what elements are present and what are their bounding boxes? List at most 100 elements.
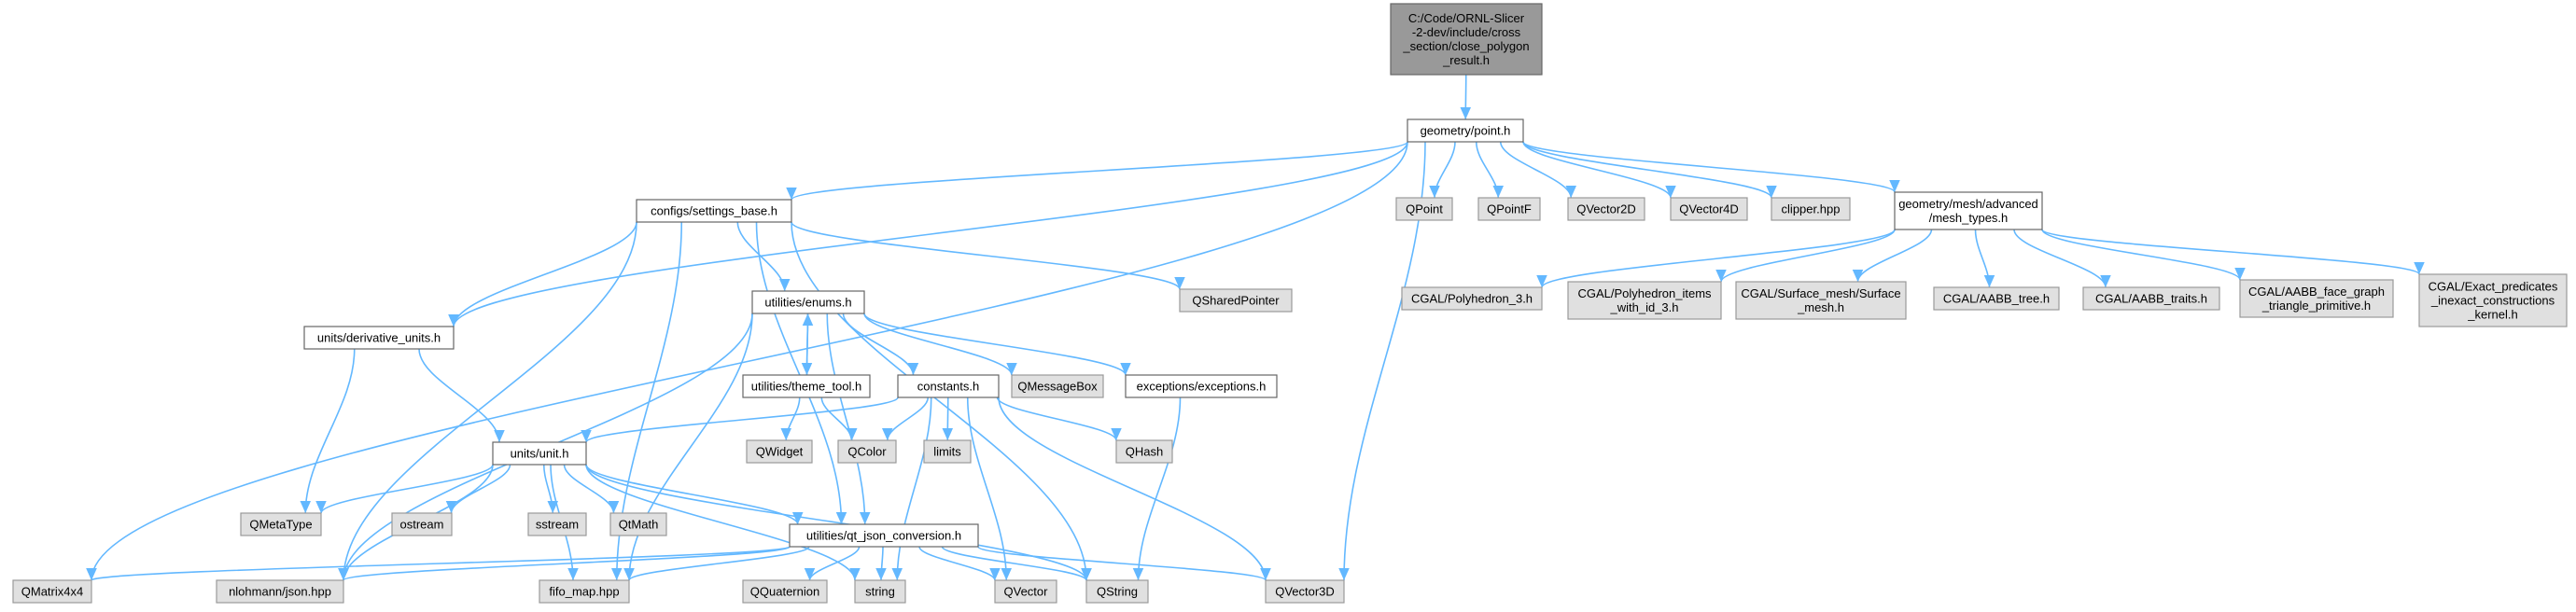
node-label: QPoint — [1406, 202, 1443, 216]
node-label: QHash — [1126, 445, 1163, 459]
node-label: -2-dev/include/cross — [1412, 25, 1521, 39]
node-label: string — [865, 585, 895, 599]
edge-settings-base-to-derivative-units — [448, 221, 637, 327]
node-label: QMatrix4x4 — [21, 585, 83, 599]
node-label: units/derivative_units.h — [317, 331, 441, 345]
node-derivative-units[interactable]: units/derivative_units.h — [303, 326, 455, 350]
node-label: QString — [1097, 585, 1138, 599]
node-label: ostream — [400, 518, 444, 532]
edge-point-to-settings-base — [786, 141, 1408, 201]
node-box — [1894, 191, 2043, 230]
edge-derivative-units-to-unit — [418, 348, 505, 443]
node-ostream: ostream — [391, 512, 453, 536]
node-box — [216, 579, 344, 604]
node-label: QPointF — [1487, 202, 1532, 216]
node-label: sstream — [536, 518, 579, 532]
dependency-nodes: C:/Code/ORNL-Slicer-2-dev/include/cross _… — [12, 3, 2568, 604]
edge-enums-to-constants — [842, 313, 919, 376]
node-box — [391, 512, 453, 536]
edge-mesh-types-to-cgal-aabb-face-graph — [2041, 229, 2246, 281]
edge-unit-to-qt-json-conversion — [585, 464, 804, 525]
node-label: geometry/mesh/advanced — [1898, 197, 2038, 211]
edge-enums-to-qt-json-conversion — [826, 313, 871, 525]
node-label: QVector3D — [1275, 585, 1335, 599]
node-theme-tool[interactable]: utilities/theme_tool.h — [742, 374, 871, 398]
node-enums[interactable]: utilities/enums.h — [751, 290, 865, 314]
node-label: fifo_map.hpp — [549, 585, 619, 599]
node-box — [751, 290, 865, 314]
node-label: exceptions/exceptions.h — [1137, 380, 1267, 394]
node-mesh-types[interactable]: geometry/mesh/advanced/mesh_types.h — [1894, 191, 2043, 230]
node-box — [1567, 197, 1645, 221]
edge-mesh-types-to-cgal-aabb-traits — [2013, 229, 2111, 288]
node-box — [240, 512, 322, 536]
edge-point-to-QMatrix4x4 — [86, 141, 1408, 581]
node-QColor: QColor — [837, 439, 897, 464]
node-box — [1125, 374, 1278, 398]
node-unit[interactable]: units/unit.h — [492, 441, 587, 466]
node-box — [1179, 288, 1293, 313]
edge-qt-json-conversion-to-json — [338, 546, 791, 581]
edge-derivative-units-to-QMetaType — [300, 348, 356, 514]
node-point[interactable]: geometry/point.h — [1407, 118, 1524, 143]
node-box — [1085, 579, 1149, 604]
node-cgal-surface-mesh: CGAL/Surface_mesh/Surface_mesh.h — [1735, 281, 1907, 320]
node-root[interactable]: C:/Code/ORNL-Slicer-2-dev/include/cross_… — [1390, 3, 1543, 76]
node-label: CGAL/Polyhedron_items — [1577, 286, 1712, 300]
edge-point-to-QPointF — [1475, 141, 1504, 199]
node-QVector: QVector — [994, 579, 1057, 604]
node-label: limits — [933, 445, 961, 459]
node-label: nlohmann/json.hpp — [229, 585, 331, 599]
node-label: utilities/qt_json_conversion.h — [806, 529, 961, 543]
node-label: QVector4D — [1679, 202, 1739, 216]
node-QString: QString — [1085, 579, 1149, 604]
dependency-edges — [86, 74, 2425, 581]
node-box — [923, 439, 972, 464]
node-cgal-aabb-traits: CGAL/AABB_traits.h — [2082, 286, 2220, 311]
edge-point-to-QPoint — [1429, 141, 1456, 199]
edge-theme-tool-to-QColor — [820, 396, 858, 441]
node-box — [837, 439, 897, 464]
node-label: utilities/enums.h — [764, 296, 851, 310]
node-exceptions[interactable]: exceptions/exceptions.h — [1125, 374, 1278, 398]
node-label: QVector2D — [1576, 202, 1636, 216]
edge-unit-to-ostream — [445, 464, 511, 514]
node-label: configs/settings_base.h — [651, 204, 777, 218]
node-QMetaType: QMetaType — [240, 512, 322, 536]
edge-constants-to-QVector3D — [998, 396, 1271, 581]
node-cgal-polyhedron-items: CGAL/Polyhedron_items_with_id_3.h — [1567, 281, 1722, 320]
node-box — [1933, 286, 2060, 311]
edge-mesh-types-to-cgal-aabb-tree — [1974, 229, 1995, 288]
node-cgal-aabb-tree: CGAL/AABB_tree.h — [1933, 286, 2060, 311]
node-box — [2239, 279, 2394, 318]
edge-mesh-types-to-cgal-surface-mesh — [1852, 229, 1933, 283]
edge-point-to-clipper — [1522, 141, 1777, 199]
edge-mesh-types-to-cgal-polyhedron-items — [1715, 229, 1896, 283]
node-label: C:/Code/ORNL-Slicer — [1408, 11, 1525, 25]
node-box — [746, 439, 813, 464]
node-cgal-polyhedron: CGAL/Polyhedron_3.h — [1401, 286, 1543, 311]
node-box — [1477, 197, 1541, 221]
node-qt-json-conversion[interactable]: utilities/qt_json_conversion.h — [789, 523, 979, 548]
edge-qt-json-conversion-to-QVector3D — [977, 546, 1271, 581]
edge-settings-base-to-enums — [736, 221, 791, 292]
node-QQuaternion: QQuaternion — [742, 579, 828, 604]
node-label: constants.h — [917, 380, 980, 394]
node-settings-base[interactable]: configs/settings_base.h — [636, 199, 792, 223]
node-json: nlohmann/json.hpp — [216, 579, 344, 604]
node-box — [2418, 273, 2568, 327]
edge-point-to-mesh-types — [1522, 141, 1900, 193]
node-label: _with_id_3.h — [1610, 300, 1679, 314]
edge-point-to-derivative-units — [448, 141, 1408, 327]
node-box — [1395, 197, 1453, 221]
node-QVector4D: QVector4D — [1670, 197, 1748, 221]
node-label: _triangle_primitive.h — [2261, 299, 2371, 313]
node-box — [539, 579, 630, 604]
node-constants[interactable]: constants.h — [897, 374, 1000, 398]
node-box — [742, 374, 871, 398]
node-fifo-map: fifo_map.hpp — [539, 579, 630, 604]
node-clipper: clipper.hpp — [1771, 197, 1851, 221]
edge-mesh-types-to-cgal-polyhedron — [1536, 229, 1896, 288]
node-string: string — [854, 579, 906, 604]
node-box — [12, 579, 92, 604]
